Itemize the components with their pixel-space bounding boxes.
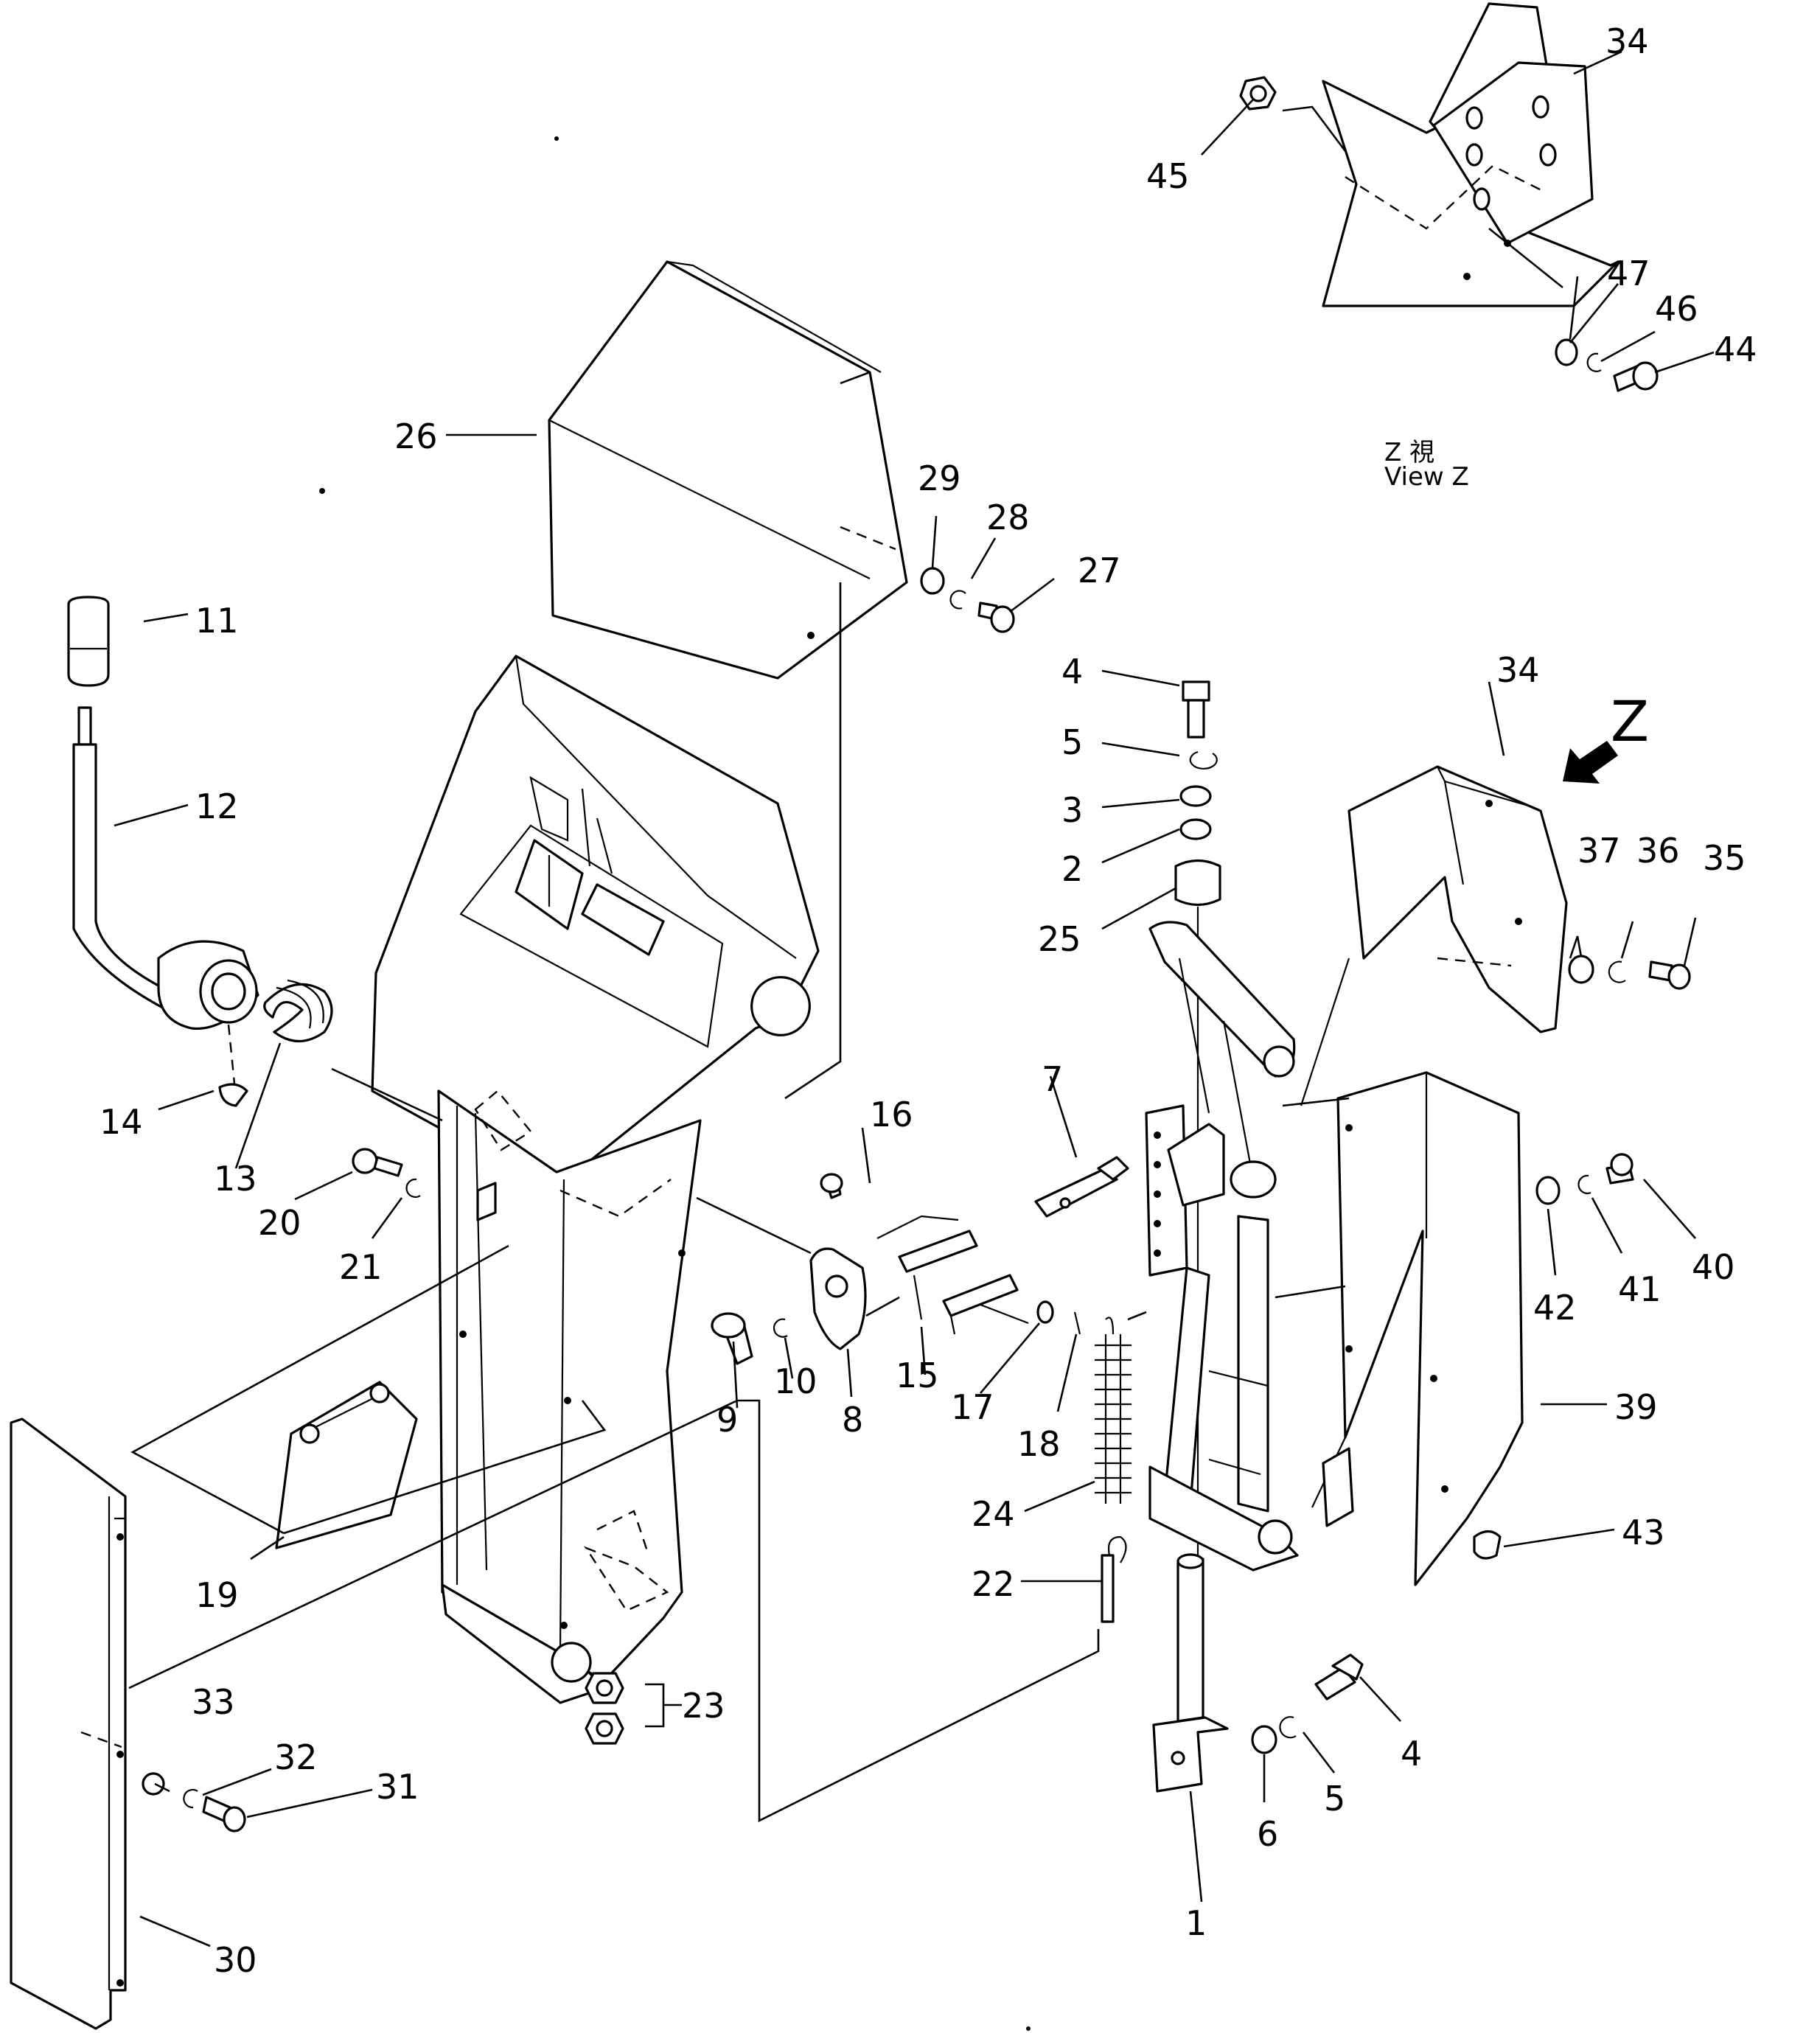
callout-42: 42 bbox=[1533, 1288, 1577, 1328]
callout-15: 15 bbox=[896, 1356, 939, 1395]
callout-19: 19 bbox=[195, 1575, 239, 1615]
callout-16: 16 bbox=[870, 1095, 913, 1134]
callout-35: 35 bbox=[1703, 838, 1746, 878]
nuts-23 bbox=[585, 1672, 624, 1745]
callout-13: 13 bbox=[214, 1159, 257, 1199]
callout-44: 44 bbox=[1714, 329, 1757, 369]
callout-27: 27 bbox=[1078, 551, 1121, 590]
callout-40: 40 bbox=[1692, 1247, 1735, 1287]
speck bbox=[319, 488, 325, 494]
callout-34: 34 bbox=[1496, 650, 1540, 690]
callout-10: 10 bbox=[774, 1361, 817, 1401]
callout-24: 24 bbox=[972, 1494, 1015, 1534]
callout-14: 14 bbox=[100, 1102, 143, 1142]
callout-45: 45 bbox=[1146, 156, 1190, 196]
side-plate-30 bbox=[10, 1417, 127, 2030]
view-z-fasteners bbox=[1239, 76, 1659, 392]
bolt-35-washers-36-37 bbox=[1568, 955, 1691, 990]
callout-3: 3 bbox=[1061, 790, 1083, 830]
callout-9: 9 bbox=[717, 1400, 738, 1440]
callout-4-top: 4 bbox=[1061, 652, 1083, 691]
callout-28: 28 bbox=[986, 498, 1030, 537]
linkage-parts bbox=[711, 1156, 1129, 1365]
callout-39: 39 bbox=[1614, 1387, 1658, 1427]
callout-6: 6 bbox=[1257, 1814, 1278, 1854]
top-cover-26 bbox=[548, 260, 908, 680]
console-frame bbox=[371, 655, 820, 1704]
view-marker: Z bbox=[1611, 688, 1649, 754]
cover-39 bbox=[1311, 1071, 1524, 1586]
callout-17: 17 bbox=[951, 1387, 994, 1427]
speck bbox=[1026, 2026, 1031, 2031]
bolt-20-washer-21 bbox=[352, 1148, 421, 1198]
callout-33: 33 bbox=[192, 1682, 235, 1722]
callout-2: 2 bbox=[1061, 849, 1083, 889]
callout-12: 12 bbox=[195, 787, 239, 826]
view-caption-line1: Z 視 bbox=[1384, 438, 1434, 467]
callout-41: 41 bbox=[1618, 1269, 1662, 1309]
bracket-19 bbox=[275, 1381, 418, 1549]
callout-25: 25 bbox=[1038, 919, 1081, 959]
callout-21: 21 bbox=[339, 1247, 383, 1287]
view-z-caption: Z 視 View Z bbox=[1384, 438, 1469, 492]
speck bbox=[554, 136, 559, 141]
spring-24-hook-22 bbox=[1095, 1317, 1132, 1623]
cover-34-right bbox=[1300, 765, 1568, 1106]
view-caption-line2: View Z bbox=[1384, 462, 1469, 492]
callout-4-bottom: 4 bbox=[1401, 1734, 1422, 1774]
callout-11: 11 bbox=[195, 601, 239, 641]
callout-leaders bbox=[114, 50, 1715, 1947]
callout-5-top: 5 bbox=[1061, 722, 1083, 762]
callout-7: 7 bbox=[1042, 1059, 1063, 1099]
connection-lines bbox=[128, 105, 1579, 1823]
callout-36: 36 bbox=[1636, 831, 1680, 871]
view-z-cover-34 bbox=[1322, 2, 1619, 307]
lever-assembly bbox=[67, 596, 333, 1107]
bottom-fasteners bbox=[1251, 1653, 1364, 1754]
callout-labels: 1 2 3 4 4 5 5 6 7 8 9 10 11 12 13 14 15 … bbox=[100, 21, 1757, 1980]
bolt-40-washers-41-42 bbox=[1473, 1153, 1634, 1560]
callout-1: 1 bbox=[1185, 1903, 1207, 1943]
bolt-27-washers-28-29 bbox=[920, 567, 1015, 633]
callout-43: 43 bbox=[1622, 1513, 1665, 1552]
callout-32: 32 bbox=[274, 1737, 318, 1777]
callout-46: 46 bbox=[1655, 289, 1698, 329]
callout-47: 47 bbox=[1607, 254, 1650, 293]
callout-30: 30 bbox=[214, 1940, 257, 1980]
main-lever-frame bbox=[1145, 921, 1299, 1572]
callout-18: 18 bbox=[1017, 1424, 1061, 1464]
callout-8: 8 bbox=[842, 1400, 863, 1440]
callout-29: 29 bbox=[918, 458, 961, 498]
callout-26: 26 bbox=[394, 416, 438, 456]
callout-37: 37 bbox=[1577, 831, 1621, 871]
bolt-31-washers-32-33 bbox=[142, 1772, 246, 1833]
rod-1 bbox=[1152, 1553, 1229, 1793]
callout-22: 22 bbox=[972, 1564, 1015, 1604]
callout-23: 23 bbox=[682, 1686, 725, 1726]
callout-31: 31 bbox=[376, 1767, 419, 1807]
view-z-arrow: Z bbox=[1563, 688, 1649, 784]
callout-5-bottom: 5 bbox=[1324, 1779, 1345, 1818]
callout-34-view-z: 34 bbox=[1605, 21, 1649, 61]
callout-20: 20 bbox=[258, 1203, 301, 1243]
